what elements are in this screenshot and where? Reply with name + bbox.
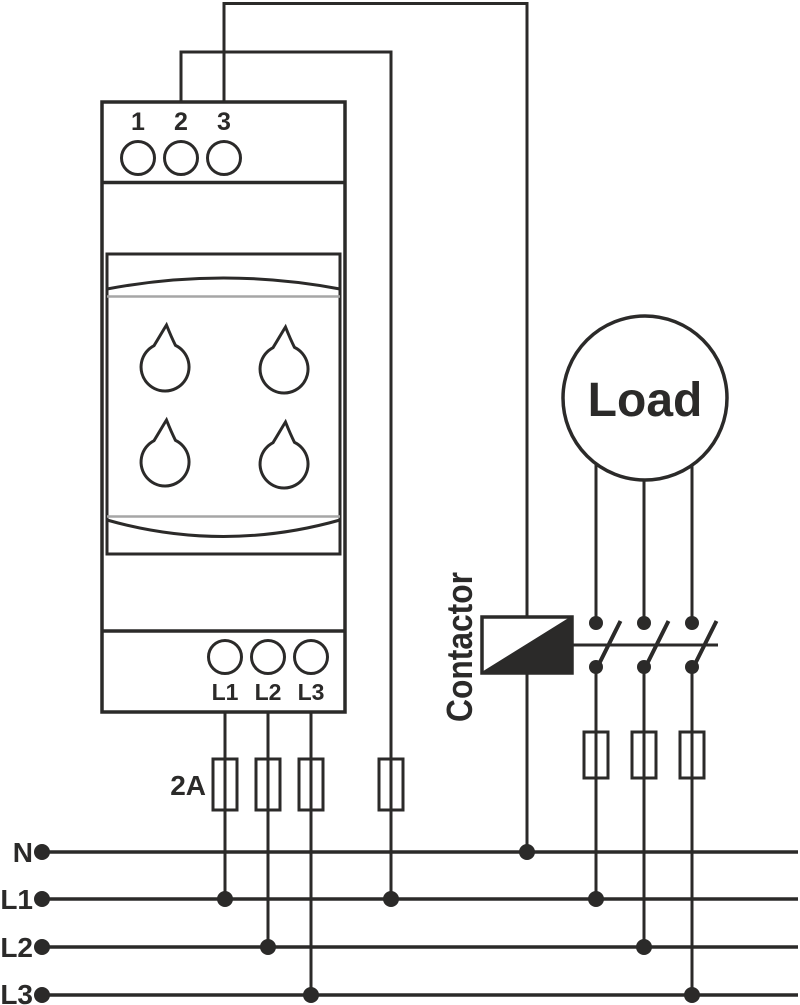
bus-lines: N L1 L2 L3 [0,837,798,1005]
junction-dot-load-l3 [684,987,700,1003]
contact-pole3-blade [692,620,719,666]
fuse-device-l1 [211,757,239,812]
terminal-l1-circle [207,639,243,675]
terminal-3-label: 3 [217,108,231,136]
junction-dots [217,844,700,1003]
bus-label-l3: L3 [0,979,33,1005]
terminal-2-label: 2 [174,108,188,136]
wire-terminal3-to-coil-to-n-bus [222,2,529,852]
terminal-1-label: 1 [131,108,145,136]
terminal-1-circle [120,140,156,176]
panel-top-curve [106,276,341,291]
contact-pole3-top-dot [685,616,699,630]
panel-bottom-curve [106,518,341,538]
fuse-load-l3 [678,730,706,780]
bus-label-l1: L1 [0,884,33,915]
load-circle [561,314,729,482]
fuse-rating-label: 2A [170,770,206,801]
junction-dot-load-l2 [636,939,652,955]
monitoring-relay-device: 1 2 3 L1 L2 L3 [100,100,347,714]
junction-dot-device-l2 [260,939,276,955]
load: Load [561,314,729,482]
bus-label-l2: L2 [0,932,33,963]
junction-dot-load-l1 [588,891,604,907]
fuse-control-2a [377,757,405,812]
fuse-load-l1 [582,730,610,780]
terminal-2-circle [163,140,199,176]
terminal-l1-label: L1 [212,679,239,705]
junction-dot-coil-n [519,844,535,860]
bus-l3-start-dot [34,987,50,1003]
bus-n-start-dot [34,844,50,860]
terminal-l3-circle [293,639,329,675]
contact-pole1-blade [596,620,623,666]
contact-pole2-top-dot [637,616,651,630]
contactor: Contactor [439,572,719,722]
fuse-device-l3 [297,757,325,812]
fuse-load-l2 [630,730,658,780]
contact-pole2-blade [644,620,671,666]
terminal-l2-circle [250,639,286,675]
load-label: Load [588,374,703,427]
contact-pole1-top-dot [589,616,603,630]
contactor-label: Contactor [439,572,480,722]
bus-l1-start-dot [34,891,50,907]
junction-dot-device-l3 [303,987,319,1003]
terminal-3-circle [206,140,242,176]
wire-terminal2-to-l1-bus [179,50,393,899]
terminal-l2-label: L2 [255,679,282,705]
bus-label-n: N [13,837,33,868]
bus-l2-start-dot [34,939,50,955]
junction-dot-supply-l1 [383,891,399,907]
fuses: 2A [170,730,706,812]
terminal-l3-label: L3 [298,679,325,705]
fuse-device-l2 [254,757,282,812]
junction-dot-device-l1 [217,891,233,907]
device-front-panel [105,252,342,556]
